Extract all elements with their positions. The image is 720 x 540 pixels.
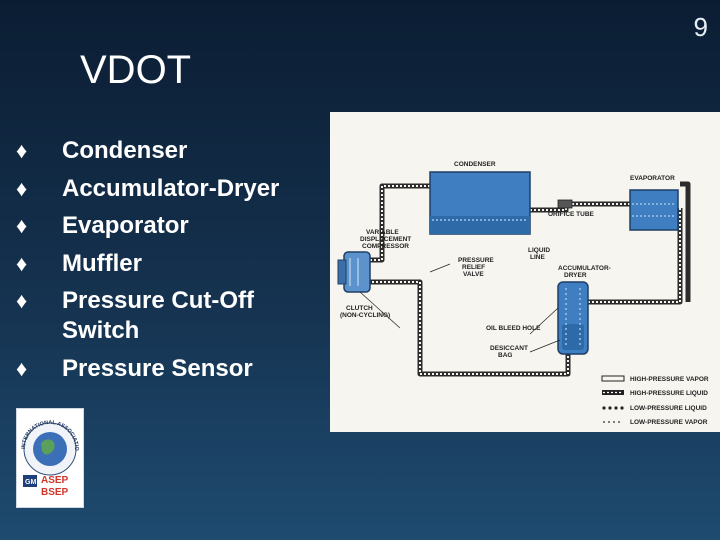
label-liquid-line-2: LINE (530, 254, 545, 261)
bullet-item: ♦ Pressure Cut-Off Switch (16, 286, 326, 346)
bullet-item: ♦ Muffler (16, 249, 326, 279)
diamond-bullet-icon: ♦ (16, 355, 28, 381)
diamond-bullet-icon: ♦ (16, 250, 28, 276)
diamond-bullet-icon: ♦ (16, 288, 28, 313)
label-oil-bleed: OIL BLEED HOLE (486, 325, 541, 332)
label-variable-1: VARIABLE (366, 229, 399, 236)
bullet-text: Condenser (62, 137, 188, 164)
label-liquid-line-1: LIQUID (528, 247, 550, 254)
bullet-text: Accumulator-Dryer (62, 174, 280, 202)
label-pressure-relief-2: RELIEF (462, 264, 485, 271)
diamond-bullet-icon: ♦ (16, 175, 28, 201)
label-orifice-tube: ORIFICE TUBE (548, 211, 595, 218)
legend-high-pressure-liquid: HIGH-PRESSURE LIQUID (630, 390, 708, 397)
bullet-text: Evaporator (62, 212, 189, 239)
legend-high-pressure-vapor: HIGH-PRESSURE VAPOR (630, 376, 709, 383)
label-accumulator-2: DRYER (564, 272, 587, 279)
bullet-text: Pressure Cut-Off Switch (62, 287, 255, 344)
legend-low-pressure-vapor: LOW-PRESSURE VAPOR (630, 419, 708, 426)
bullet-text: Muffler (62, 249, 142, 277)
label-variable-2: DISPLACEMENT (360, 236, 411, 243)
label-clutch-1: CLUTCH (346, 305, 373, 312)
diamond-bullet-icon: ♦ (16, 213, 28, 238)
accumulator-dryer (557, 281, 589, 355)
condenser (429, 171, 531, 235)
line-evaporator-loop-right (680, 181, 691, 302)
legend-low-pressure-liquid: LOW-PRESSURE LIQUID (630, 405, 707, 412)
evaporator (629, 189, 679, 231)
bullet-item: ♦ Accumulator-Dryer (16, 174, 326, 204)
bullet-list: ♦ Condenser ♦ Accumulator-Dryer ♦ Evapor… (16, 136, 326, 391)
bullet-item: ♦ Evaporator (16, 211, 326, 241)
label-pressure-relief-1: PRESSURE (458, 257, 494, 264)
compressor (337, 251, 371, 293)
label-variable-3: COMPRESSOR (362, 243, 409, 250)
label-clutch-2: (NON-CYCLING) (340, 312, 390, 319)
bullet-item: ♦ Condenser (16, 136, 326, 166)
logo-line-1: ASEP (41, 475, 69, 486)
slide-title: VDOT (80, 48, 192, 92)
diamond-bullet-icon: ♦ (16, 138, 28, 163)
page-number: 9 (693, 12, 708, 42)
label-desiccant-2: BAG (498, 352, 512, 359)
logo-brand: GM (25, 479, 36, 486)
label-desiccant-1: DESICCANT (490, 345, 528, 352)
association-logo: INTERNATIONAL ASSOCIATION GM ASEP BSEP (15, 405, 84, 508)
bullet-text: Pressure Sensor (62, 354, 253, 382)
label-evaporator: EVAPORATOR (630, 175, 675, 182)
legend: HIGH-PRESSURE VAPOR HIGH-PRESSURE LIQUID… (601, 375, 709, 426)
ac-system-diagram: CONDENSER EVAPORATOR ORIFICE TUBE VARIAB… (330, 112, 720, 432)
label-accumulator-1: ACCUMULATOR- (558, 265, 611, 272)
bullet-item: ♦ Pressure Sensor (16, 354, 326, 384)
orifice-tube (557, 199, 573, 209)
label-condenser: CONDENSER (454, 161, 496, 168)
label-pressure-relief-3: VALVE (463, 271, 484, 278)
logo-line-2: BSEP (41, 487, 69, 498)
